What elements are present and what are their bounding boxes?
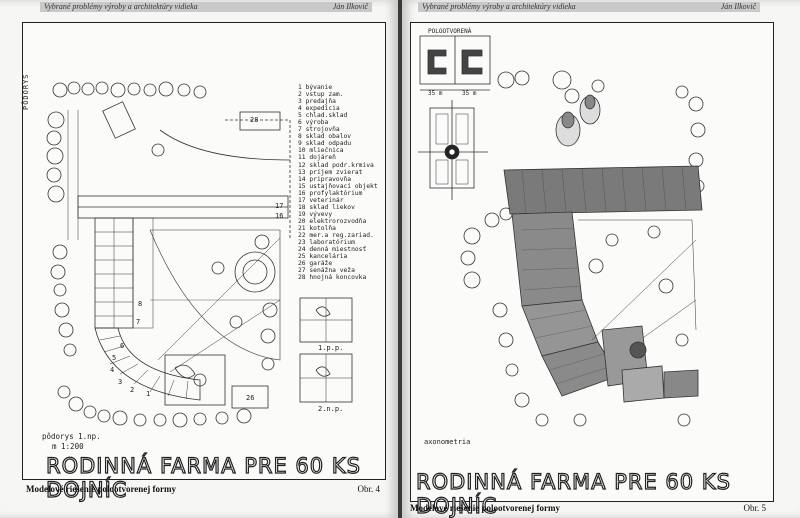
legend-item: 27 senážna veža [298,267,355,275]
legend-item: 16 profylaktórium [298,189,363,197]
left-header-author: Ján Ilkovič [332,2,368,11]
floor-label-2: 2.n.p. [318,405,344,413]
legend-item: 23 laboratórium [298,239,355,247]
right-caption: Modelové riešenie polootvorenej formy Ob… [410,503,766,513]
room-legend: 1 bývanie 2 vstup zam. 3 predajňa 4 expe… [298,84,378,281]
right-page: Vybrané problémy výroby a architektúry v… [402,0,800,518]
left-caption: Modelové riešenie polootvorenej formy Ob… [26,484,380,494]
plan-number: 7 [136,318,141,326]
floor-label-1: 1.p.p. [318,344,344,352]
left-page: Vybrané problémy výroby a architektúry v… [0,0,398,518]
legend-item: 13 príjem zvierat [298,168,363,176]
plan-number: 8 [138,300,143,308]
plan-number: 28 [250,116,259,124]
site-plan-drawing [46,81,353,428]
legend-item: 25 kancelária [298,253,348,261]
right-header-author: Ján Ilkovič [720,2,756,11]
legend-item: 22 mer.a reg.zariad. [298,231,374,239]
plan-number: 5 [112,354,117,362]
right-drawing-title: RODINNÁ FARMA PRE 60 KS DOJNÍC [415,469,731,518]
right-caption-text: Modelové riešenie polootvorenej formy [410,503,561,513]
scale-label: m 1:200 [52,442,84,451]
left-running-header: Vybrané problémy výroby a architektúry v… [40,2,372,12]
legend-item: 8 sklad obalov [298,133,352,141]
legend-item: 20 elektrorozvodňa [298,217,367,225]
left-header-title: Vybrané problémy výroby a architektúry v… [44,2,198,11]
plan-number: 4 [110,366,115,374]
dimension-2: 35 m [462,90,477,97]
plan-number: 3 [118,378,123,386]
legend-item: 2 vstup zam. [298,91,344,99]
legend-item: 17 veterinár [298,196,344,204]
legend-item: 1 bývanie [298,84,333,91]
left-drawing-title: RODINNÁ FARMA PRE 60 KS DOJNÍC [45,453,361,502]
legend-item: 10 mliečnica [298,147,344,155]
legend-item: 26 garáže [298,260,333,268]
legend-item: 28 hnojná koncovka [298,274,367,282]
legend-item: 7 strojovňa [298,126,340,134]
legend-item: 15 ustajňovací objekt [298,182,378,190]
side-label-podorys: PÔDORYS [22,73,30,110]
left-caption-text: Modelové riešenie polootvorenej formy [26,484,177,494]
right-header-title: Vybrané problémy výroby a architektúry v… [422,2,576,11]
legend-item: 21 kotolňa [298,224,336,232]
plan-label: pôdorys 1.np. [42,432,101,441]
tree-row-top [52,81,207,99]
left-figure-number: Obr. 4 [357,484,381,494]
legend-item: 18 sklad liekov [298,203,355,211]
legend-item: 19 vývevy [298,210,333,218]
legend-item: 9 sklad odpadu [298,140,352,148]
legend-item: 3 predajňa [298,98,336,106]
legend-item: 6 výroba [298,119,329,127]
diagram-label: POLOOTVORENÁ [428,28,472,35]
plan-number: 26 [246,394,255,402]
legend-item: 12 sklad podr.krmiva [298,161,374,169]
axonometric-drawing [418,35,706,427]
plan-number: 2 [130,386,135,394]
plan-number: 1 [146,390,151,398]
plan-number: 16 [275,212,284,220]
right-figure-number: Obr. 5 [743,503,767,513]
view-label: axonometria [424,438,471,446]
legend-item: 11 dojáreň [298,154,336,162]
plan-number: 6 [120,342,125,350]
dimension-1: 35 m [428,90,443,97]
legend-item: 14 pripravovňa [298,175,352,183]
legend-item: 24 denná miestnosť [298,246,367,254]
plan-number: 17 [275,202,284,210]
right-running-header: Vybrané problémy výroby a architektúry v… [418,2,760,12]
legend-item: 4 expedícia [298,105,340,113]
legend-item: 5 chlad.sklad [298,112,348,120]
